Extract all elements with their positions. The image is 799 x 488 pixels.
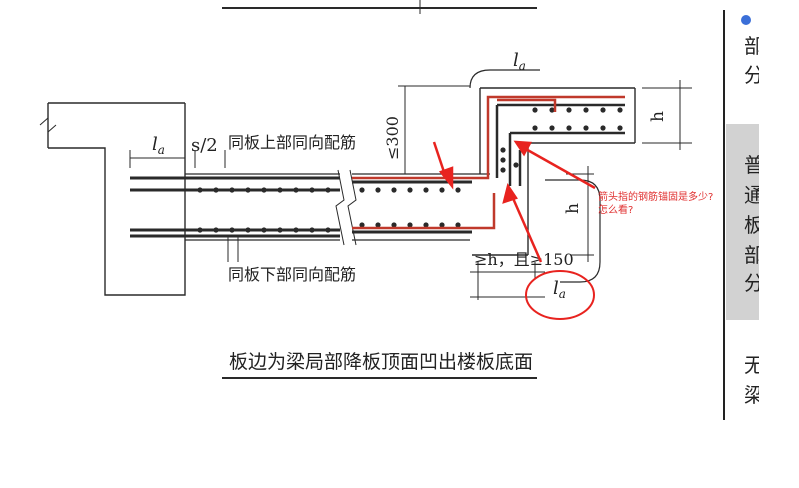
rebar-dot xyxy=(566,125,572,131)
la-top-label: la xyxy=(513,50,526,73)
la-left-label: la xyxy=(152,134,165,157)
rebar-dot xyxy=(566,107,572,113)
rebar-dot xyxy=(500,167,506,173)
break-marks xyxy=(335,169,357,246)
rebar-dot xyxy=(513,162,519,168)
beam-black-rebar xyxy=(495,103,625,186)
right-edge-mask xyxy=(759,0,799,488)
top-hook xyxy=(469,69,540,89)
rebar-dot xyxy=(293,187,299,193)
rebar-dot xyxy=(439,222,445,228)
rebar-dot xyxy=(325,227,331,233)
rebar-dot xyxy=(407,222,413,228)
rebar-dot xyxy=(583,107,589,113)
rebar-dot xyxy=(359,187,365,193)
rebar-dot xyxy=(532,125,538,131)
rebar-dot xyxy=(583,125,589,131)
ge-h-label: ≥h，且≥150 xyxy=(474,250,574,269)
bottom-rebar-label: 同板下部同向配筋 xyxy=(228,265,356,284)
rebar-dot xyxy=(261,187,267,193)
rebar-dot xyxy=(391,222,397,228)
rebar-dot xyxy=(197,187,203,193)
right-panel-gray xyxy=(726,124,759,320)
annotation-circle xyxy=(525,270,595,320)
bottom-rebar-leaders xyxy=(227,236,239,262)
slab-edges xyxy=(185,173,490,241)
rebar-dot xyxy=(277,227,283,233)
rebar-dot xyxy=(229,227,235,233)
badge-icon xyxy=(741,15,751,25)
rebar-dot xyxy=(245,227,251,233)
rebar-dot xyxy=(375,187,381,193)
la-left-dimension xyxy=(129,150,186,168)
rebar-dot xyxy=(549,125,555,131)
rebar-dot xyxy=(325,187,331,193)
left-break-mark xyxy=(39,116,57,134)
rebar-dot xyxy=(439,187,445,193)
rebar-dot xyxy=(213,187,219,193)
rebar-dot xyxy=(617,125,623,131)
raised-beam xyxy=(472,87,636,256)
rebar-dot xyxy=(423,222,429,228)
rebar-dot xyxy=(391,187,397,193)
rebar-dot xyxy=(600,125,606,131)
rebar-dot xyxy=(455,222,461,228)
rebar-dot xyxy=(309,187,315,193)
rebar-dots xyxy=(197,107,623,233)
rebar-dot xyxy=(549,107,555,113)
la-bottom-label: la xyxy=(553,278,566,301)
rebar-dot xyxy=(532,107,538,113)
rebar-dot xyxy=(229,187,235,193)
rebar-dot xyxy=(455,187,461,193)
annotation-arrows xyxy=(432,140,596,263)
le300-label: ≤300 xyxy=(383,116,402,160)
rebar-dot xyxy=(261,227,267,233)
rebar-dot xyxy=(197,227,203,233)
s2-label: s/2 xyxy=(191,135,218,156)
caption: 板边为梁局部降板顶面凹出楼板底面 xyxy=(229,351,533,373)
ge-h-dimension xyxy=(470,262,545,300)
h-right-dimension xyxy=(642,80,692,150)
rebar-dot xyxy=(277,187,283,193)
rebar-dot xyxy=(500,157,506,163)
rebar-dot xyxy=(375,222,381,228)
h-right-label: h xyxy=(648,111,668,122)
rebar-dot xyxy=(245,187,251,193)
rebar-dot xyxy=(617,107,623,113)
rebar-dot xyxy=(423,187,429,193)
h-mid-label: h xyxy=(563,203,583,214)
rebar-dot xyxy=(309,227,315,233)
highlighted-rebar xyxy=(352,95,625,230)
rebar-dot xyxy=(213,227,219,233)
rebar-dot xyxy=(359,222,365,228)
le300-dimension xyxy=(398,85,470,175)
rebar-dot xyxy=(293,227,299,233)
top-rebar-label: 同板上部同向配筋 xyxy=(228,133,356,152)
rebar-dot xyxy=(500,147,506,153)
rebar-dot xyxy=(600,107,606,113)
question-line-2: 怎么看? xyxy=(598,203,633,216)
question-line-1: 箭头指的钢筋锚固是多少? xyxy=(598,190,713,203)
rebar-dot xyxy=(407,187,413,193)
